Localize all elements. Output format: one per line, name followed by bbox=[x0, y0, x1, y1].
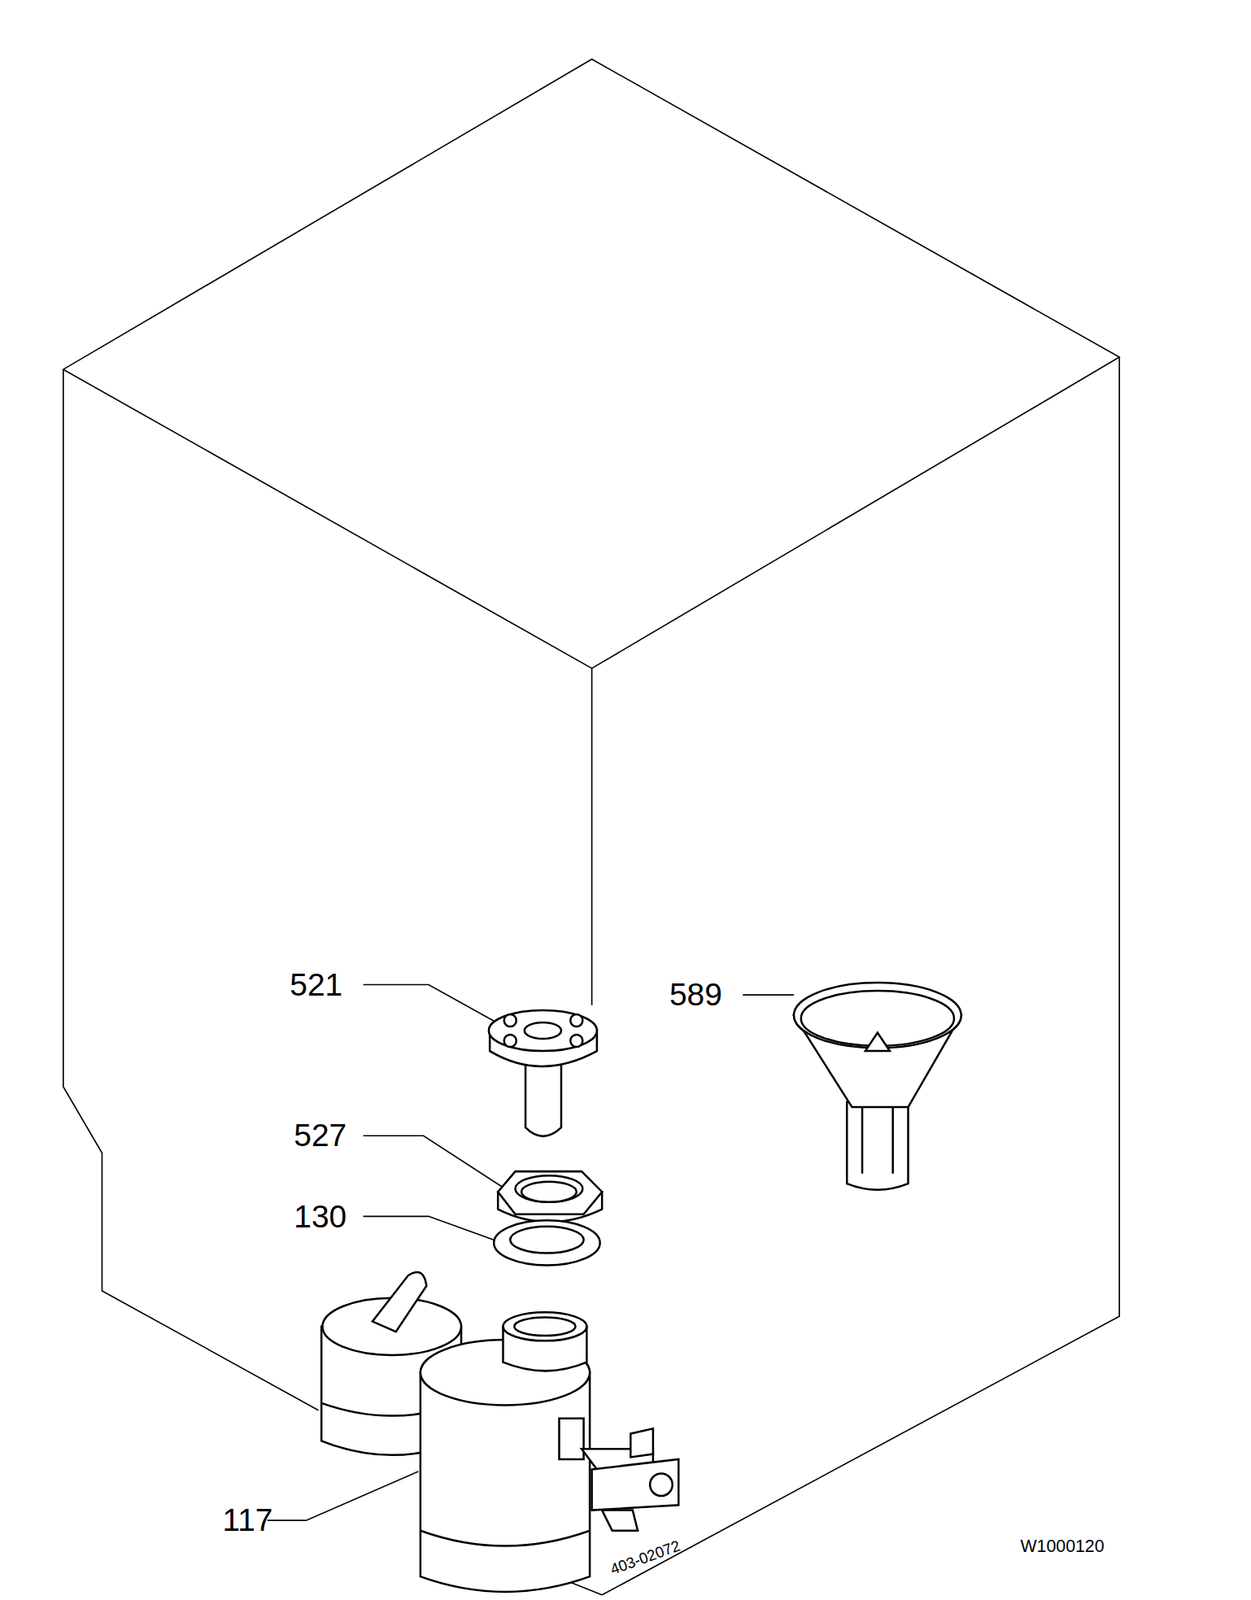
funnel-part-stroke bbox=[862, 1107, 894, 1174]
callout-number: 521 bbox=[289, 969, 343, 1002]
knob-part-stroke bbox=[504, 1034, 517, 1047]
cabinet-outline-stroke bbox=[63, 369, 319, 1411]
callout-number: 527 bbox=[293, 1120, 347, 1152]
gasket-part bbox=[493, 1220, 600, 1265]
knob-part-stroke bbox=[570, 1034, 583, 1047]
gasket-part-stroke bbox=[493, 1220, 600, 1265]
knob-part-stroke bbox=[504, 1014, 517, 1027]
funnel-part-stroke bbox=[846, 1102, 908, 1190]
leader-lines-stroke bbox=[267, 1471, 419, 1521]
gasket-part-stroke bbox=[509, 1226, 584, 1254]
softener-unit-stroke bbox=[601, 1510, 638, 1531]
callout-number: 130 bbox=[293, 1201, 347, 1234]
cabinet-outline-stroke bbox=[601, 357, 1120, 1596]
knob-part bbox=[488, 1010, 598, 1137]
knob-part-stroke bbox=[488, 1010, 598, 1051]
cabinet-outline-stroke bbox=[591, 668, 593, 1006]
softener-unit-stroke bbox=[502, 1312, 587, 1341]
leader-lines-stroke bbox=[363, 985, 503, 1026]
drawing-number: W1000120 bbox=[1019, 1538, 1104, 1556]
softener-unit-stroke bbox=[630, 1428, 654, 1457]
softener-unit-stroke bbox=[372, 1272, 427, 1332]
callout-number: 117 bbox=[222, 1504, 273, 1537]
softener-unit-stroke bbox=[420, 1530, 590, 1547]
nut-part bbox=[497, 1171, 602, 1222]
softener-unit-stroke bbox=[558, 1418, 584, 1460]
leader-lines-stroke bbox=[742, 993, 794, 996]
leader-lines-stroke bbox=[363, 1216, 503, 1243]
knob-part-stroke bbox=[525, 1061, 562, 1137]
cabinet-outline-stroke bbox=[63, 59, 1120, 669]
nut-part-stroke bbox=[521, 1181, 577, 1203]
softener-unit-stroke bbox=[592, 1459, 680, 1511]
knob-part-stroke bbox=[570, 1014, 583, 1027]
nut-part-stroke bbox=[515, 1175, 584, 1203]
funnel-part-stroke bbox=[865, 1033, 890, 1052]
callout-number: 589 bbox=[669, 979, 723, 1012]
leader-lines-stroke bbox=[363, 1135, 503, 1187]
handwritten-note: 403-02072 bbox=[608, 1538, 683, 1578]
cabinet-outline bbox=[63, 59, 1120, 1596]
funnel-part bbox=[793, 982, 962, 1190]
nut-part-stroke bbox=[497, 1171, 602, 1215]
softener-unit-stroke bbox=[649, 1473, 673, 1496]
softener-unit-stroke bbox=[514, 1317, 576, 1337]
softener-unit bbox=[321, 1272, 679, 1592]
knob-part-stroke bbox=[524, 1022, 562, 1039]
